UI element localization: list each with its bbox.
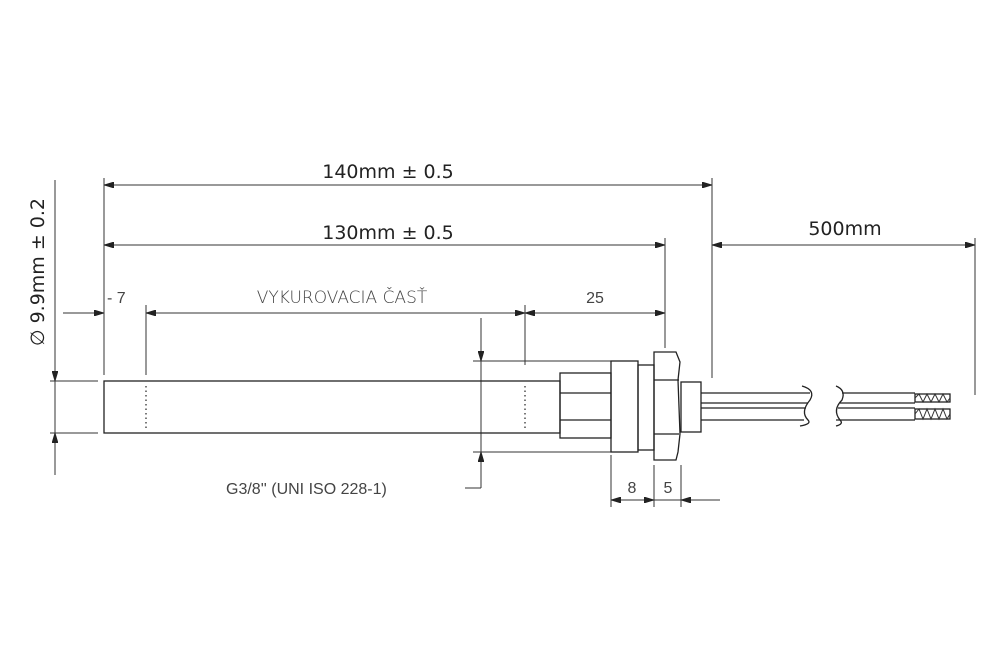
cable-length-label: 500mm bbox=[808, 218, 881, 240]
unheated-end-label: 25 bbox=[586, 290, 604, 307]
nut-width-label: 5 bbox=[664, 480, 673, 497]
unheated-tip-label: - 7 bbox=[107, 290, 126, 307]
heating-rod bbox=[103, 380, 561, 434]
body-length-label: 130mm ± 0.5 bbox=[322, 222, 454, 244]
washer-width-label: 8 bbox=[628, 480, 637, 497]
dimension-lines bbox=[55, 180, 975, 500]
cable-wires bbox=[701, 385, 951, 427]
heating-part-label: VYKUROVACIA ČASŤ bbox=[257, 286, 428, 308]
stripped-wire-ends bbox=[914, 392, 951, 421]
thread-label: G3/8'' (UNI ISO 228-1) bbox=[226, 481, 387, 498]
diameter-label: ∅ 9.9mm ± 0.2 bbox=[27, 198, 49, 346]
threaded-fitting bbox=[559, 351, 702, 461]
overall-length-label: 140mm ± 0.5 bbox=[322, 161, 454, 183]
